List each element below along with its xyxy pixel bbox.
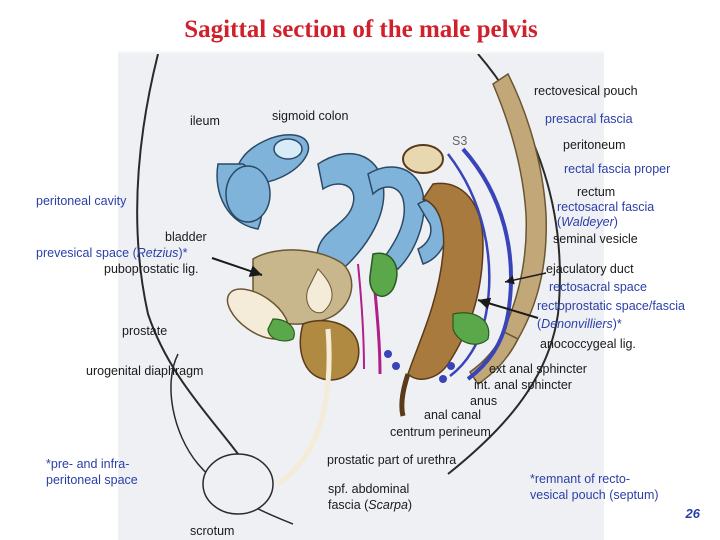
label-ext-anal-sphincter: ext anal sphincter: [489, 362, 587, 376]
seminal-vesicle: [369, 252, 398, 297]
ileum: [216, 134, 310, 230]
label-anococcygeal-lig: anococcygeal lig.: [540, 337, 636, 351]
label-anus: anus: [470, 394, 498, 408]
label-anal-canal: anal canal: [424, 408, 481, 422]
anal-canal: [399, 373, 411, 417]
sacrum: [468, 72, 548, 386]
label-seminal-vesicle: seminal vesicle: [553, 232, 638, 246]
bladder-inner: [306, 268, 333, 314]
testis: [202, 453, 274, 515]
levator-green: [452, 312, 490, 345]
page-title: Sagittal section of the male pelvis: [184, 16, 538, 43]
label-peritoneum: peritoneum: [563, 138, 626, 152]
label-rectoprostatic-space: rectoprostatic space/fascia: [537, 299, 685, 313]
label-int-anal-sphincter: int. anal sphincter: [474, 378, 572, 392]
footnote-right-line2: vesical pouch (septum): [530, 488, 659, 502]
label-peritoneal-cavity: peritoneal cavity: [36, 194, 127, 208]
penis-outline: [170, 353, 294, 525]
label-prevesical-space: prevesical space (Retzius)*: [36, 246, 188, 260]
pelvis-illustration: [118, 54, 604, 540]
anal-sphincter: [384, 350, 455, 383]
label-rectum: rectum: [577, 185, 616, 199]
footnote-left-line1: *pre- and infra-: [46, 457, 130, 471]
slide-number: 26: [685, 506, 700, 521]
label-puboprostatic-lig: puboprostatic lig.: [104, 262, 199, 276]
label-sigmoid-colon: sigmoid colon: [272, 109, 349, 123]
title-bar: [118, 8, 604, 54]
label-rectal-fascia-proper: rectal fascia proper: [564, 162, 671, 176]
arrow-prevesical: [211, 257, 263, 277]
retzius-line: [357, 263, 365, 370]
footnote-left-line2: peritoneal space: [46, 473, 138, 487]
rectum-lumen: [402, 144, 444, 174]
puboprostatic-muscle: [267, 318, 295, 342]
label-bladder: bladder: [165, 230, 207, 244]
label-ejaculatory-duct: ejaculatory duct: [546, 262, 634, 276]
label-denonvilliers: (Denonvilliers)*: [537, 317, 622, 331]
arrow-ejaculatory: [504, 272, 547, 285]
urethra: [276, 328, 332, 487]
label-rectosacral-fascia: rectosacral fascia: [557, 200, 655, 214]
label-scarpa: fascia (Scarpa): [328, 498, 413, 512]
label-rectovesical-pouch: rectovesical pouch: [534, 84, 638, 98]
label-waldeyer: (Waldeyer): [557, 215, 618, 229]
label-ileum: ileum: [190, 114, 220, 128]
rectal-fascia-line: [447, 153, 491, 377]
label-spf-abdominal-fascia: spf. abdominal: [328, 482, 410, 496]
label-rectosacral-space: rectosacral space: [549, 280, 647, 294]
presacral-fascia-line: [461, 147, 513, 381]
label-centrum-perineum: centrum perineum: [390, 425, 491, 439]
abdominal-wall: [136, 54, 239, 455]
label-prostate: prostate: [122, 324, 168, 338]
footnote-right-line1: *remnant of recto-: [530, 472, 631, 486]
label-presacral-fascia: presacral fascia: [545, 112, 633, 126]
label-urogenital-diaphragm: urogenital diaphragm: [86, 364, 204, 378]
label-prostatic-urethra: prostatic part of urethra: [327, 453, 457, 467]
label-scrotum: scrotum: [190, 524, 235, 538]
arrow-rectoprostatic: [477, 297, 539, 319]
label-s3: S3: [452, 134, 468, 148]
